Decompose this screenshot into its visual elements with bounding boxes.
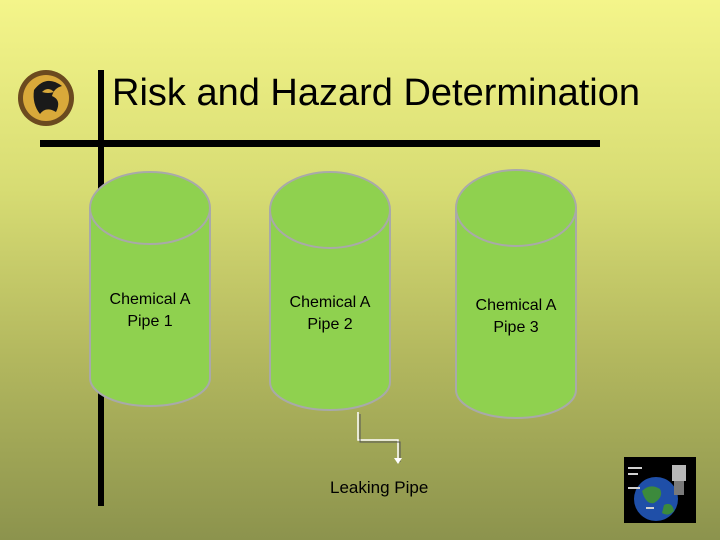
globe-icon (624, 457, 696, 523)
horizontal-rule (40, 140, 600, 147)
page-title: Risk and Hazard Determination (112, 72, 641, 114)
leak-drip-icon (394, 458, 402, 464)
pipe-2-cylinder (269, 171, 391, 411)
leak-connector (357, 412, 399, 460)
pipe-3-cylinder (455, 169, 577, 419)
leaking-pipe-label: Leaking Pipe (330, 478, 429, 497)
pipe-1-cylinder (89, 171, 211, 407)
pegasus-logo-icon (18, 70, 74, 126)
leak-connector-shadow (359, 414, 401, 462)
